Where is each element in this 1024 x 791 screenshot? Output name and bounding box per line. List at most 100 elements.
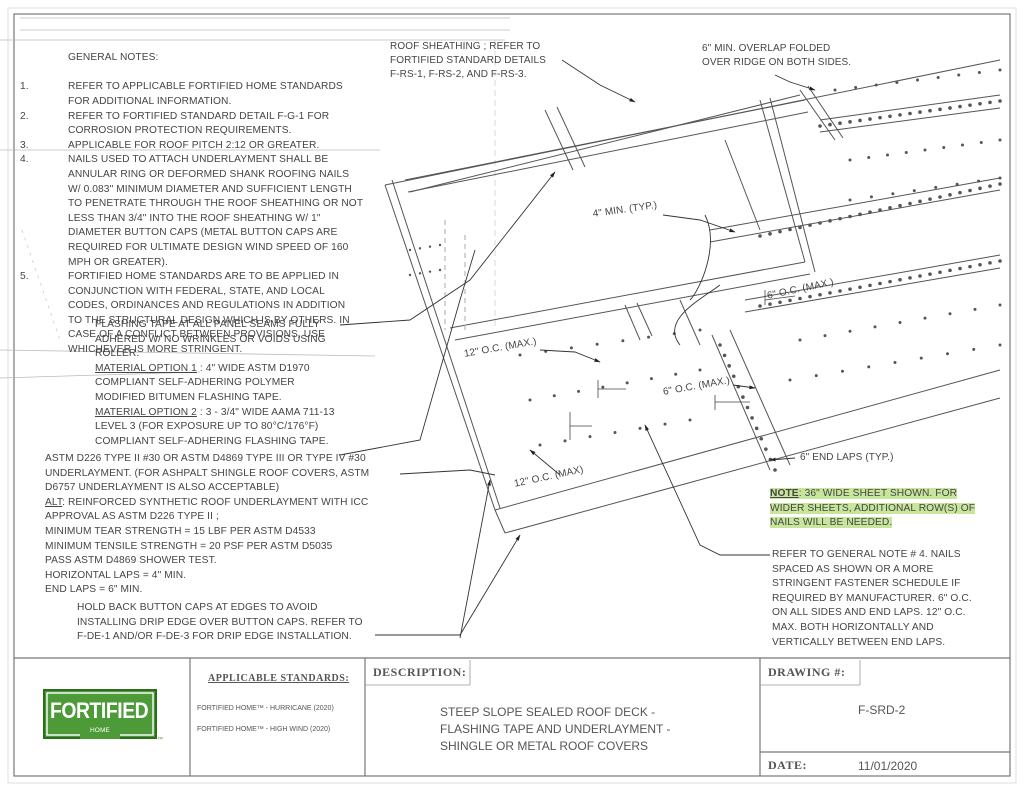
nail-dot (841, 369, 844, 373)
nail-dot (888, 279, 892, 284)
nail-dot (854, 86, 858, 89)
underlayment-line: UNDERLAYMENT. (FOR ASHPALT SHINGLE ROOF … (45, 467, 370, 479)
general-note-text: FOR ADDITIONAL INFORMATION. (68, 95, 232, 107)
nail-dot (867, 365, 871, 369)
description-line-2: FLASHING TAPE AND UNDERLAYMENT - (440, 722, 671, 736)
nail-dot (888, 114, 892, 119)
nail-dot (595, 342, 599, 346)
nail-dot (613, 431, 617, 434)
nail-dot (552, 394, 556, 398)
standard-hurricane: FORTIFIED HOME™ - HURRICANE (2020) (197, 705, 334, 712)
hold-back-line: HOLD BACK BUTTON CAPS AT EDGES TO AVOID (77, 602, 318, 613)
nail-spacing-note: REFER TO GENERAL NOTE # 4. NAILS SPACED A… (772, 548, 972, 650)
nail-spacing-line: VERTICALLY BETWEEN END LAPS. (772, 636, 946, 648)
nail-dot (998, 176, 1002, 180)
nail-dot (722, 353, 727, 358)
nail-dot (858, 212, 862, 217)
nail-dot (528, 398, 532, 402)
nail-dot (973, 307, 977, 311)
nail-dot (919, 356, 923, 360)
nail-dot (698, 368, 702, 372)
nail-dot (764, 447, 768, 451)
logo-wordmark: FORTIFIED (50, 698, 149, 723)
general-note-number: 5. (20, 271, 29, 283)
general-note-line: CONJUNCTION WITH FEDERAL, STATE, AND LOC… (20, 285, 375, 300)
general-note-line: FOR ADDITIONAL INFORMATION. (20, 95, 375, 110)
general-note-text: REFER TO APPLICABLE FORTIFIED HOME STAND… (68, 81, 343, 93)
description-line-3: SHINGLE OR METAL ROOF COVERS (440, 739, 649, 753)
material-option-line: COMPLIANT SELF-ADHERING FLASHING TAPE. (95, 435, 329, 447)
general-note-line: 2.REFER TO FORTIFIED STANDARD DETAIL F-G… (20, 110, 375, 125)
nail-dot (428, 245, 432, 248)
nail-spacing-line: REFER TO GENERAL NOTE # 4. NAILS (772, 549, 961, 560)
general-note-line: WHICHEVER IS MORE STRINGENT. (20, 343, 375, 358)
description-line-1: STEEP SLOPE SEALED ROOF DECK - (440, 705, 656, 719)
nail-dot (948, 193, 952, 197)
general-note-text: TO THE STRUCTURAL DESIGN WHICH IS BY OTH… (68, 314, 350, 326)
nail-dot (958, 266, 962, 271)
general-notes: GENERAL NOTES: 1.REFER TO APPLICABLE FOR… (20, 22, 375, 358)
nail-dot (848, 329, 852, 333)
material-option-text: : 3 - 3/4" WIDE AAMA 711-13 (196, 406, 335, 418)
general-note-text: DIAMETER BUTTON CAPS (METAL BUTTON CAPS … (68, 227, 338, 239)
general-note-text: REQUIRED FOR ULTIMATE DESIGN WIND SPEED … (68, 241, 349, 253)
nail-dot (988, 261, 992, 265)
general-note-line: 4.NAILS USED TO ATTACH UNDERLAYMENT SHAL… (20, 153, 375, 168)
general-note-text: REFER TO FORTIFIED STANDARD DETAIL F-G-1… (68, 110, 330, 122)
general-note-text: FORTIFIED HOME STANDARDS ARE TO BE APPLI… (68, 271, 339, 283)
nail-dot (758, 304, 762, 308)
nail-dot (818, 124, 822, 128)
material-option-label: MATERIAL OPTION 2 (95, 406, 197, 418)
nail-dot (923, 148, 927, 152)
general-note-number: 1. (20, 81, 29, 93)
nail-dot (961, 143, 964, 147)
sheet-border (13, 13, 1011, 777)
nail-dot (868, 283, 872, 288)
roof-deck (384, 59, 1001, 534)
material-option-text: : 4" WIDE ASTM D1970 (196, 362, 310, 374)
nail-dot (768, 232, 772, 236)
logo-trademark: ™ (157, 737, 164, 743)
nail-dot (838, 289, 842, 293)
nail-dot (957, 73, 961, 77)
logo-subtext: HOME (90, 727, 110, 734)
nail-dot (438, 268, 442, 272)
nail-dot (418, 272, 422, 275)
nail-dot (731, 374, 736, 379)
nail-dot (788, 298, 792, 303)
nail-spacing-line: SPACED AS SHOWN OR A MORE (772, 563, 934, 575)
nail-dot (428, 270, 432, 273)
underlayment-line: MINIMUM TEAR STRENGTH = 15 LBF PER ASTM … (45, 525, 316, 537)
ghost-dashes (21, 40, 496, 341)
material-option-line: LEVEL 3 (FOR EXPOSURE UP TO 80°C/176°F) (95, 421, 319, 433)
nail-dot (814, 374, 818, 378)
nail-dot (601, 385, 605, 389)
underlayment-note: ASTM D226 TYPE II #30 OR ASTM D4869 TYPE… (45, 452, 369, 598)
nail-dot (895, 81, 899, 84)
applicable-standards-title: APPLICABLE STANDARDS: (208, 673, 350, 684)
nail-dot (741, 395, 745, 399)
title-block-frame (14, 657, 1010, 776)
general-note-number: 3. (20, 139, 29, 151)
nail-dot (988, 100, 992, 105)
nail-dot (818, 221, 822, 225)
general-note-text: APPLICABLE FOR ROOF PITCH 2:12 OR GREATE… (68, 139, 320, 151)
underlayment-alt-label: ALT (45, 496, 63, 508)
nail-dot (916, 78, 919, 82)
nail-dot (408, 248, 412, 252)
nail-dot (998, 99, 1002, 103)
dim-end-laps: 6" END LAPS (TYP.) (800, 452, 894, 463)
ghost-lines (0, 17, 510, 379)
nail-dot (886, 153, 889, 157)
nail-dot (968, 188, 972, 193)
nail-dot (978, 262, 982, 267)
nail-dot (818, 292, 822, 297)
nail-spacing-line: MAX. BOTH HORIZONTALLY AND (772, 621, 934, 633)
general-note-number: 4. (20, 154, 29, 166)
nail-dot (518, 353, 522, 357)
nail-dot (998, 138, 1002, 142)
nail-dot (898, 113, 902, 117)
